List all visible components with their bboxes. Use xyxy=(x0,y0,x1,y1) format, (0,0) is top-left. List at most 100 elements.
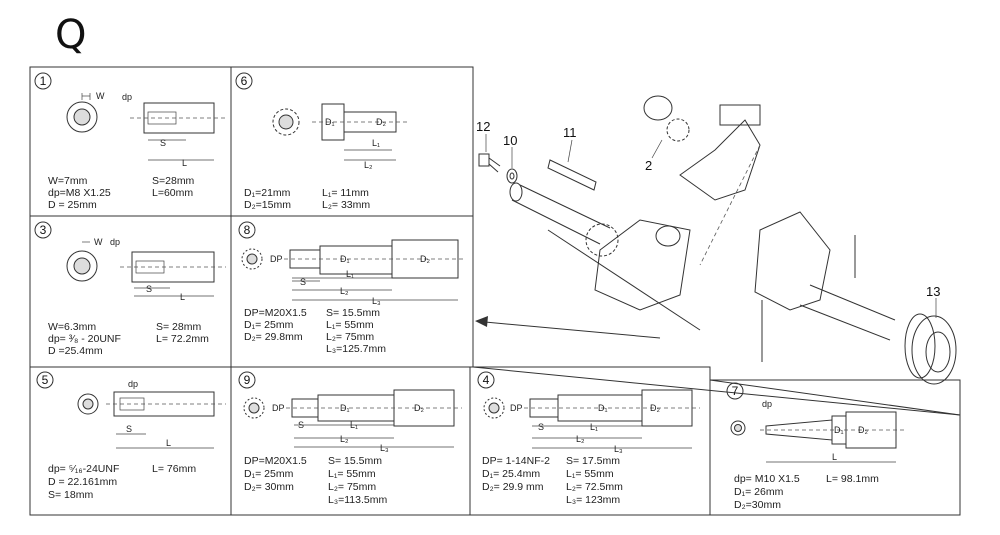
dim-label-l1: L₁ xyxy=(350,420,358,430)
bolt xyxy=(478,153,501,173)
dim-label-dp: DP xyxy=(510,403,523,413)
dim-label-l: L xyxy=(182,158,187,168)
dim-label-dp: DP xyxy=(272,403,285,413)
washer xyxy=(506,168,518,184)
spec-line: L= 76mm xyxy=(152,463,196,475)
crank-lower xyxy=(509,182,701,331)
panel-7: 7 dp D₁ D₂ L dp= M10 X1.5 D₁= 26mm D₂=30… xyxy=(726,382,906,511)
dim-label-l3: L₃ xyxy=(614,444,623,454)
crankshaft-assembly: 12 10 11 2 13 xyxy=(475,95,957,385)
spec-line: dp= M10 X1.5 xyxy=(734,473,800,485)
spec-line: S= 28mm xyxy=(156,321,201,333)
panel-grid xyxy=(29,66,961,516)
spec-line: L₃=125.7mm xyxy=(326,343,386,355)
dim-label-w: W xyxy=(94,237,103,247)
panel-6: 6 D₁ D₂ L₁ L₂ D₁=21mm D₂=15mm L₁= 11mm L… xyxy=(235,72,410,211)
spec-line: S= 15.5mm xyxy=(328,455,382,467)
dim-label-l1: L₁ xyxy=(372,138,380,148)
spec-line: D₁= 26mm xyxy=(734,486,784,498)
dim-label-d2: D₂ xyxy=(376,117,386,127)
panel-number: 9 xyxy=(244,373,251,387)
dim-label-d1: D₁ xyxy=(598,403,608,413)
dim-label-d2: D₂ xyxy=(420,254,430,264)
part-label-11: 11 xyxy=(563,125,577,140)
dim-label-l2: L₂ xyxy=(340,286,349,296)
dim-label-dp: DP xyxy=(270,254,283,264)
section-letter: Q xyxy=(55,12,86,58)
crank-upper xyxy=(643,95,761,266)
dim-label-l: L xyxy=(180,292,185,302)
panel-1: 1 W dp S L W=7mm dp=M8 X1.25 D = 25mm S=… xyxy=(34,72,226,211)
panel-number: 4 xyxy=(483,373,490,387)
spec-line: L₂= 75mm xyxy=(328,481,376,493)
spec-line: DP=M20X1.5 xyxy=(244,307,307,319)
spec-line: dp= ⁵⁄₁₆-24UNF xyxy=(48,463,119,475)
spec-line: D = 25mm xyxy=(48,199,97,211)
panel-9: 9 DP D₁ D₂ S L₁ L₂ L₃ DP=M20X1.5 D₁= 25m… xyxy=(238,371,462,506)
dim-label-l3: L₃ xyxy=(372,296,381,306)
spec-line: L₃=113.5mm xyxy=(328,494,387,506)
panel-number-badge xyxy=(34,72,52,90)
arrow-head xyxy=(475,316,488,327)
spec-line: D₂= 29.8mm xyxy=(244,331,303,343)
spec-line: D =25.4mm xyxy=(48,345,103,357)
spec-line: L₃= 123mm xyxy=(566,494,620,506)
panel-number: 6 xyxy=(241,74,248,88)
spec-line: D₁=21mm xyxy=(244,187,291,199)
dim-label-s: S xyxy=(126,424,132,434)
panel-number: 5 xyxy=(42,373,49,387)
dim-label-dp: dp xyxy=(762,399,772,409)
dim-label-d1: D₁ xyxy=(325,117,335,127)
panel-number: 1 xyxy=(40,74,47,88)
part-label-10: 10 xyxy=(503,133,517,148)
crankshaft xyxy=(754,211,896,362)
spec-line: L= 98.1mm xyxy=(826,473,879,485)
panel-4: 4 DP D₁ D₂ S L₁ L₂ L₃ DP= 1-14NF-2 D₁= 2… xyxy=(477,371,700,506)
spec-line: W=7mm xyxy=(48,175,88,187)
spec-line: dp=M8 X1.25 xyxy=(48,187,111,199)
dim-label-d2: D₂ xyxy=(414,403,424,413)
spec-line: D₂=15mm xyxy=(244,199,291,211)
spec-line: S=28mm xyxy=(152,175,195,187)
part-label-12: 12 xyxy=(476,119,490,134)
dim-label-l1: L₁ xyxy=(590,422,598,432)
dim-label-d2: D₂ xyxy=(858,425,868,435)
woodruff-key xyxy=(547,159,597,191)
panel-5: 5 dp S L dp= ⁵⁄₁₆-24UNF D = 22.161mm S= … xyxy=(36,371,226,501)
dim-label-d1: D₁ xyxy=(340,403,350,413)
spec-line: S= 18mm xyxy=(48,489,93,501)
dim-label-dp: dp xyxy=(122,92,132,102)
spec-line: D₂= 29.9 mm xyxy=(482,481,544,493)
spec-line: L₂= 72.5mm xyxy=(566,481,623,493)
panel-number: 3 xyxy=(40,223,47,237)
dim-label-w: W xyxy=(96,91,105,101)
shaft-end-view xyxy=(66,101,98,133)
dim-label-dp: dp xyxy=(110,237,120,247)
dim-label-d1: D₁ xyxy=(834,425,844,435)
spec-line: L= 72.2mm xyxy=(156,333,209,345)
spec-line: D₁= 25.4mm xyxy=(482,468,540,480)
reference-arrow xyxy=(484,321,661,339)
dim-label-l: L xyxy=(166,438,171,448)
spec-line: L₁= 11mm xyxy=(322,187,369,199)
part-label-13: 13 xyxy=(926,284,940,299)
bearing xyxy=(904,313,957,385)
keyway-hub xyxy=(73,108,91,126)
dim-label-d1: D₁ xyxy=(340,254,350,264)
dim-label-s: S xyxy=(300,277,306,287)
dim-label-l1: L₁ xyxy=(346,269,354,279)
spec-line: D₁= 25mm xyxy=(244,468,294,480)
panel-number: 8 xyxy=(244,223,251,237)
spec-line: D₁= 25mm xyxy=(244,319,294,331)
assembly-base-line xyxy=(709,379,961,416)
spec-line: L₁= 55mm xyxy=(566,468,614,480)
dim-label-l2: L₂ xyxy=(340,434,349,444)
dim-label-l2: L₂ xyxy=(364,160,373,170)
spec-line: D₂=30mm xyxy=(734,499,781,511)
spec-line: L₂= 75mm xyxy=(326,331,374,343)
dim-label-l3: L₃ xyxy=(380,443,389,453)
panel-7-frame xyxy=(709,367,961,516)
spec-line: L₁= 55mm xyxy=(326,319,374,331)
dim-label-s: S xyxy=(146,284,152,294)
